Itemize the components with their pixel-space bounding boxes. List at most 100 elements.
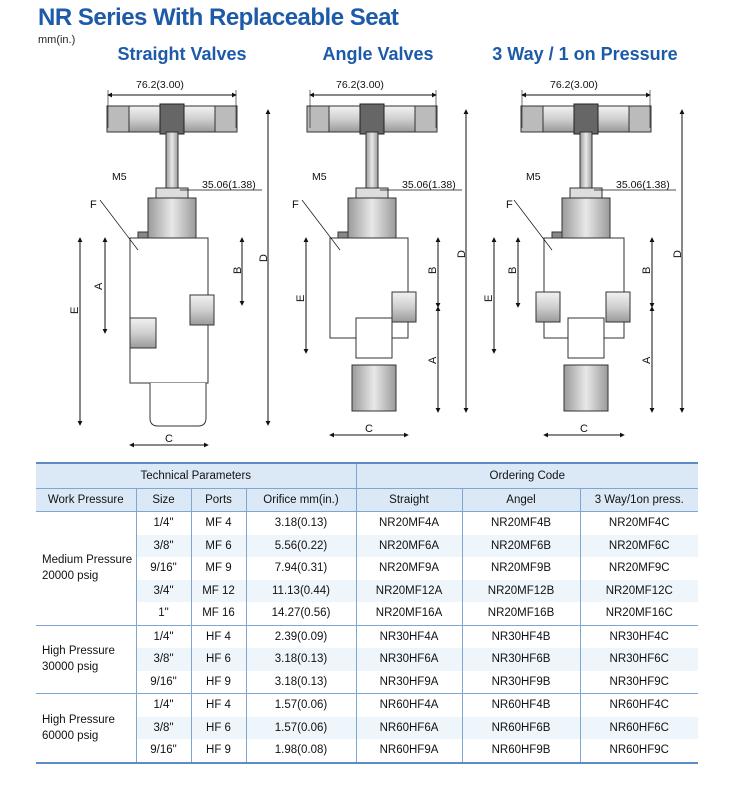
a-angle: A xyxy=(427,356,439,364)
angel-code-cell: NR60HF9B xyxy=(461,739,580,764)
straight-code-cell: NR30HF4A xyxy=(355,625,462,648)
tech-params-header: Technical Parameters xyxy=(36,462,356,489)
ports-cell: HF 6 xyxy=(190,716,246,739)
width-dim-3way: 76.2(3.00) xyxy=(550,79,598,91)
col-3way: 3 Way/1on press. xyxy=(579,488,698,512)
size-cell: 1/4" xyxy=(135,693,191,717)
angel-code-cell: NR60HF6B xyxy=(461,716,580,739)
page-title: NR Series With Replaceable Seat xyxy=(38,4,399,31)
three-way-code-cell: NR30HF9C xyxy=(579,670,698,694)
f-3way: F xyxy=(506,199,513,211)
straight-code-cell: NR60HF4A xyxy=(355,693,462,717)
stem-dim-angle: 35.06(1.38) xyxy=(402,179,456,191)
pressure-rating: 30000 psig xyxy=(42,661,99,674)
ports-cell: MF 6 xyxy=(190,534,246,557)
col-straight: Straight xyxy=(355,488,462,512)
three-way-code-cell: NR20MF12C xyxy=(579,579,698,602)
work-pressure-label: High Pressure 30000 psig xyxy=(36,625,136,694)
e-3way: E xyxy=(483,295,495,302)
ports-cell: MF 16 xyxy=(190,602,246,626)
angel-code-cell: NR30HF4B xyxy=(461,625,580,648)
angel-code-cell: NR60HF4B xyxy=(461,693,580,717)
orifice-cell: 5.56(0.22) xyxy=(245,534,356,557)
e-angle: E xyxy=(295,295,307,302)
straight-code-cell: NR20MF12A xyxy=(355,579,462,602)
col-angel: Angel xyxy=(461,488,580,512)
work-pressure-label: Medium Pressure 20000 psig xyxy=(36,511,136,626)
work-pressure-label: High Pressure 60000 psig xyxy=(36,693,136,764)
angel-code-cell: NR20MF12B xyxy=(461,579,580,602)
orifice-cell: 1.98(0.08) xyxy=(245,739,356,764)
size-cell: 3/8" xyxy=(135,534,191,557)
pressure-class: High Pressure xyxy=(42,713,115,726)
size-cell: 1/4" xyxy=(135,511,191,535)
three-way-code-cell: NR60HF9C xyxy=(579,739,698,764)
angel-code-cell: NR20MF6B xyxy=(461,534,580,557)
col-size: Size xyxy=(135,488,191,512)
pressure-rating: 60000 psig xyxy=(42,729,99,742)
straight-valves-title: Straight Valves xyxy=(117,44,247,64)
c-angle: C xyxy=(365,423,373,435)
straight-code-cell: NR30HF6A xyxy=(355,648,462,671)
a-3way: A xyxy=(641,356,653,364)
ports-cell: HF 4 xyxy=(190,625,246,648)
straight-code-cell: NR60HF6A xyxy=(355,716,462,739)
orifice-cell: 3.18(0.13) xyxy=(245,511,356,535)
straight-valve-drawing xyxy=(77,90,271,448)
straight-code-cell: NR60HF9A xyxy=(355,739,462,764)
three-way-valve-drawing xyxy=(491,90,685,438)
three-way-code-cell: NR20MF4C xyxy=(579,511,698,535)
three-way-code-cell: NR30HF4C xyxy=(579,625,698,648)
straight-code-cell: NR20MF9A xyxy=(355,557,462,580)
size-cell: 9/16" xyxy=(135,670,191,694)
angel-code-cell: NR20MF4B xyxy=(461,511,580,535)
pressure-class: High Pressure xyxy=(42,645,115,658)
orifice-cell: 2.39(0.09) xyxy=(245,625,356,648)
stem-dim-straight: 35.06(1.38) xyxy=(202,179,256,191)
three-way-title: 3 Way / 1 on Pressure xyxy=(492,44,678,64)
pressure-class: Medium Pressure xyxy=(42,554,133,567)
d-3way: D xyxy=(672,250,684,258)
three-way-code-cell: NR20MF9C xyxy=(579,557,698,580)
three-way-code-cell: NR20MF16C xyxy=(579,602,698,626)
angel-code-cell: NR30HF6B xyxy=(461,648,580,671)
m5-straight: M5 xyxy=(112,171,127,183)
angle-valve-drawing xyxy=(301,90,469,438)
col-work-pressure: Work Pressure xyxy=(36,488,136,512)
pressure-rating: 20000 psig xyxy=(42,570,99,583)
three-way-code-cell: NR20MF6C xyxy=(579,534,698,557)
straight-code-cell: NR20MF6A xyxy=(355,534,462,557)
size-cell: 3/8" xyxy=(135,648,191,671)
orifice-cell: 7.94(0.31) xyxy=(245,557,356,580)
angel-code-cell: NR20MF16B xyxy=(461,602,580,626)
stem-dim-3way: 35.06(1.38) xyxy=(616,179,670,191)
ordering-code-header: Ordering Code xyxy=(355,462,698,489)
size-cell: 1/4" xyxy=(135,625,191,648)
straight-code-cell: NR20MF16A xyxy=(355,602,462,626)
ports-cell: HF 9 xyxy=(190,670,246,694)
b-3way-left: B xyxy=(507,267,519,274)
m5-angle: M5 xyxy=(312,171,327,183)
ports-cell: HF 6 xyxy=(190,648,246,671)
e-straight: E xyxy=(69,307,81,314)
c-3way: C xyxy=(580,423,588,435)
c-straight: C xyxy=(165,433,173,445)
valve-drawings: 76.2(3.00) 76.2(3.00) 76.2(3.00) 35.06(1… xyxy=(69,79,685,448)
ports-cell: MF 9 xyxy=(190,557,246,580)
size-cell: 3/4" xyxy=(135,579,191,602)
unit-label: mm(in.) xyxy=(38,34,76,46)
b-straight: B xyxy=(232,267,244,274)
ports-cell: HF 9 xyxy=(190,739,246,764)
orifice-cell: 14.27(0.56) xyxy=(245,602,356,626)
d-straight: D xyxy=(258,254,270,262)
orifice-cell: 1.57(0.06) xyxy=(245,716,356,739)
angel-code-cell: NR20MF9B xyxy=(461,557,580,580)
